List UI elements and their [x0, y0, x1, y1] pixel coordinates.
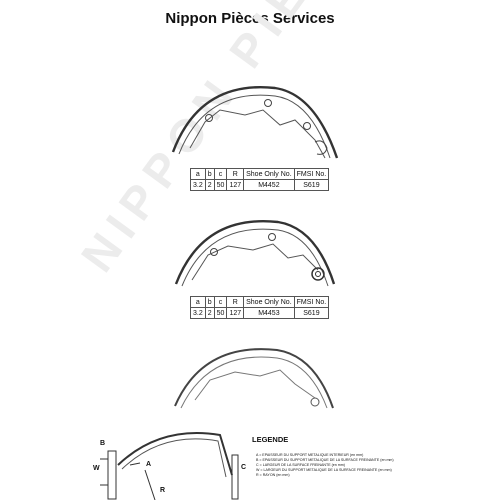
table-header: Shoe Only No.: [243, 296, 295, 308]
table-row: 3.2 2 50 127 M4452 S619: [190, 179, 330, 191]
table-header: R: [226, 296, 245, 308]
table-cell: 50: [213, 307, 228, 319]
table-header: Shoe Only No.: [243, 168, 295, 180]
table-cell: 127: [226, 179, 245, 191]
brake-shoe-drawing-1: [171, 86, 339, 159]
table-cell: 2: [204, 179, 215, 191]
table-header: b: [204, 168, 215, 180]
dim-label-b: B: [100, 440, 106, 447]
dim-label-r: R: [160, 487, 166, 494]
table-row: 3.2 2 50 127 M4453 S619: [190, 307, 330, 319]
table-header: c: [213, 296, 228, 308]
table-cell: M4452: [243, 179, 295, 191]
legend-line: A = EPAISSEUR DU SUPPORT METALIQUE INTER…: [256, 453, 364, 457]
legend-line: B = EPAISSEUR DU SUPPORT METALIQUE DE LA…: [256, 458, 394, 462]
legend-line: C = LARGEUR DE LA SURFACE FREINANTE (en …: [256, 463, 345, 467]
brake-shoe-drawing-2: [174, 220, 336, 287]
table-cell: 50: [213, 179, 228, 191]
table-header: FMSI No.: [293, 296, 330, 308]
dim-label-a: A: [146, 461, 152, 468]
dim-label-c: C: [241, 464, 247, 471]
table-header: R: [226, 168, 245, 180]
table-cell: 3.2: [190, 179, 206, 191]
table-header: FMSI No.: [293, 168, 330, 180]
legend-line: R = RAYON (en mm): [256, 473, 290, 477]
table-header-row: a b c R Shoe Only No. FMSI No.: [190, 168, 330, 180]
table-cell: 3.2: [190, 307, 206, 319]
table-cell: 2: [204, 307, 215, 319]
table-header: a: [190, 296, 206, 308]
table-header: a: [190, 168, 206, 180]
legend-title: LEGENDE: [252, 435, 289, 444]
table-header-row: a b c R Shoe Only No. FMSI No.: [190, 296, 330, 308]
brake-shoe-cross-section: [100, 432, 239, 500]
brake-shoe-drawing-3: [174, 348, 334, 409]
page-title: Nippon Pièces Services: [165, 10, 335, 27]
table-header: c: [213, 168, 228, 180]
table-cell: S619: [293, 307, 330, 319]
table-cell: M4453: [243, 307, 295, 319]
table-cell: 127: [226, 307, 245, 319]
spec-table-1: a b c R Shoe Only No. FMSI No. 3.2 2 50 …: [190, 168, 330, 191]
table-header: b: [204, 296, 215, 308]
dim-label-w: W: [93, 465, 100, 472]
legend-line: W = LARGEUR DU SUPPORT METALIQUE DE LA S…: [256, 468, 392, 472]
table-cell: S619: [293, 179, 330, 191]
spec-table-2: a b c R Shoe Only No. FMSI No. 3.2 2 50 …: [190, 296, 330, 319]
